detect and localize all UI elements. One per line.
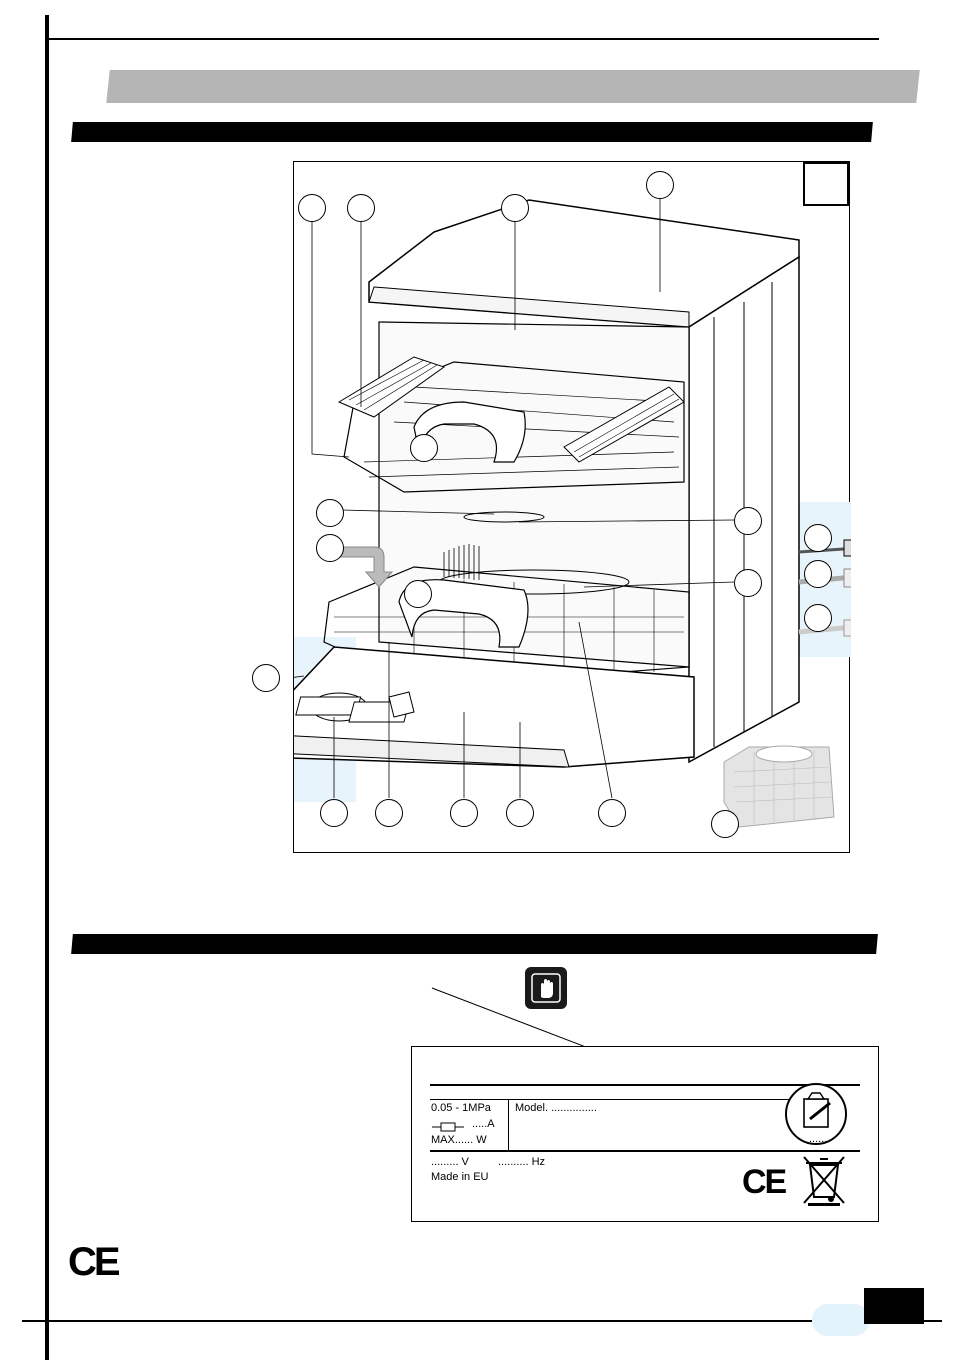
- serial-dots: ......: [809, 1133, 828, 1145]
- callout-10: [404, 580, 432, 608]
- callout-14: [252, 664, 280, 692]
- hand-glyph: [531, 973, 561, 1003]
- callout-3: [501, 194, 529, 222]
- callout-1: [298, 194, 326, 222]
- callout-15: [320, 799, 348, 827]
- dishwasher-illustration: [294, 199, 851, 828]
- page-number-tab: [864, 1288, 924, 1324]
- fuse-icon: [432, 1119, 464, 1137]
- callout-17: [450, 799, 478, 827]
- current-value: .....A: [472, 1118, 495, 1130]
- power-value: MAX...... W: [431, 1134, 487, 1146]
- bottom-rule: [22, 1320, 812, 1322]
- callout-20: [711, 810, 739, 838]
- frequency-value: .......... Hz: [498, 1156, 546, 1168]
- callout-6: [316, 499, 344, 527]
- callout-11: [804, 524, 832, 552]
- model-value: Model. ...............: [515, 1102, 597, 1114]
- callout-13: [804, 604, 832, 632]
- origin-text: Made in EU: [431, 1171, 489, 1183]
- stop-hand-icon: [525, 967, 567, 1009]
- top-rule: [49, 38, 879, 40]
- page-decoration: [812, 1304, 870, 1336]
- appliance-pictogram-icon: [784, 1081, 848, 1152]
- callout-4: [646, 171, 674, 199]
- weee-bin-icon: [800, 1155, 848, 1212]
- pressure-value: 0.05 - 1MPa: [431, 1102, 491, 1114]
- plate-top-line: [430, 1084, 860, 1086]
- callout-7: [316, 534, 344, 562]
- voltage-value: ......... V: [431, 1156, 469, 1168]
- callout-9: [734, 569, 762, 597]
- callout-12: [804, 560, 832, 588]
- callout-8: [734, 507, 762, 535]
- ce-mark: CE: [68, 1240, 121, 1284]
- callout-2: [347, 194, 375, 222]
- left-margin-rule: [45, 15, 49, 1360]
- callout-19: [598, 799, 626, 827]
- plate-mid-line: [430, 1150, 860, 1152]
- callout-16: [375, 799, 403, 827]
- figure-letter-box: [803, 162, 849, 206]
- rating-plate: 0.05 - 1MPa .....A MAX...... W Model. ..…: [411, 1046, 879, 1222]
- plate-vertical-line: [508, 1099, 509, 1150]
- dishwasher-figure: [252, 161, 851, 853]
- callout-18: [506, 799, 534, 827]
- callout-5: [410, 434, 438, 462]
- ce-mark-icon: CE: [742, 1163, 787, 1201]
- plate-ce-text: CE: [742, 1163, 787, 1201]
- plate-divider-line: [430, 1099, 800, 1100]
